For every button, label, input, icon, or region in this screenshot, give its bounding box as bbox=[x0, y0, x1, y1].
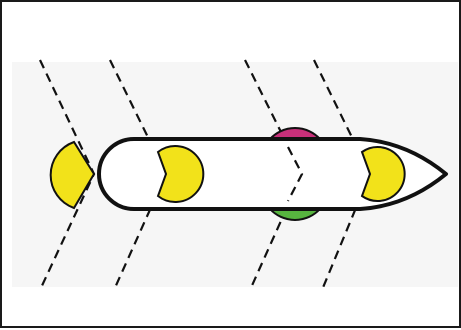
yellow-marker-left bbox=[49, 140, 96, 210]
yellow-marker-center bbox=[156, 145, 205, 203]
dashed-tip-3 bbox=[287, 146, 304, 202]
dashed-chevron-tips bbox=[287, 146, 304, 202]
yellow-marker-bow bbox=[360, 146, 406, 202]
